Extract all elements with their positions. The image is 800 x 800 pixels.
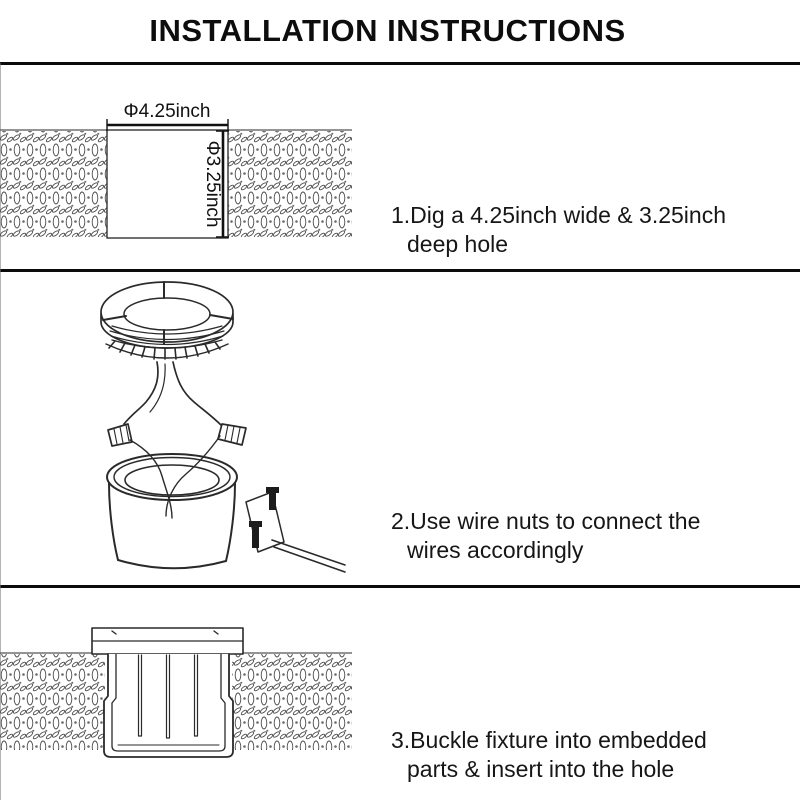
step-3-line-1: 3.Buckle fixture into embedded	[391, 727, 707, 753]
inground-light-fixture-wiring-icon	[100, 281, 346, 573]
dug-hole-cross-section-icon: Φ4.25inch Φ3.25inch	[0, 101, 352, 239]
step-3-instruction: 3.Buckle fixture into embedded parts & i…	[391, 726, 791, 784]
hole-depth-label: Φ3.25inch	[202, 141, 223, 228]
separator-line-bottom	[0, 585, 800, 588]
hole-width-label: Φ4.25inch	[124, 101, 211, 122]
step-3-line-2: parts & insert into the hole	[407, 756, 675, 782]
separator-line-top	[0, 62, 800, 65]
step-2-line-1: 2.Use wire nuts to connect the	[391, 508, 701, 534]
step-1-instruction: 1.Dig a 4.25inch wide & 3.25inch deep ho…	[391, 201, 791, 259]
step-2-line-2: wires accordingly	[407, 537, 584, 563]
step-2-instruction: 2.Use wire nuts to connect the wires acc…	[391, 507, 791, 565]
page-title: INSTALLATION INSTRUCTIONS	[149, 13, 626, 48]
step-1-line-1: 1.Dig a 4.25inch wide & 3.25inch	[391, 202, 726, 228]
step-1-line-2: deep hole	[407, 231, 509, 257]
fixture-inserted-in-embedded-sleeve-icon	[0, 627, 352, 758]
left-edge-line	[0, 63, 1, 800]
separator-line-middle	[0, 269, 800, 272]
